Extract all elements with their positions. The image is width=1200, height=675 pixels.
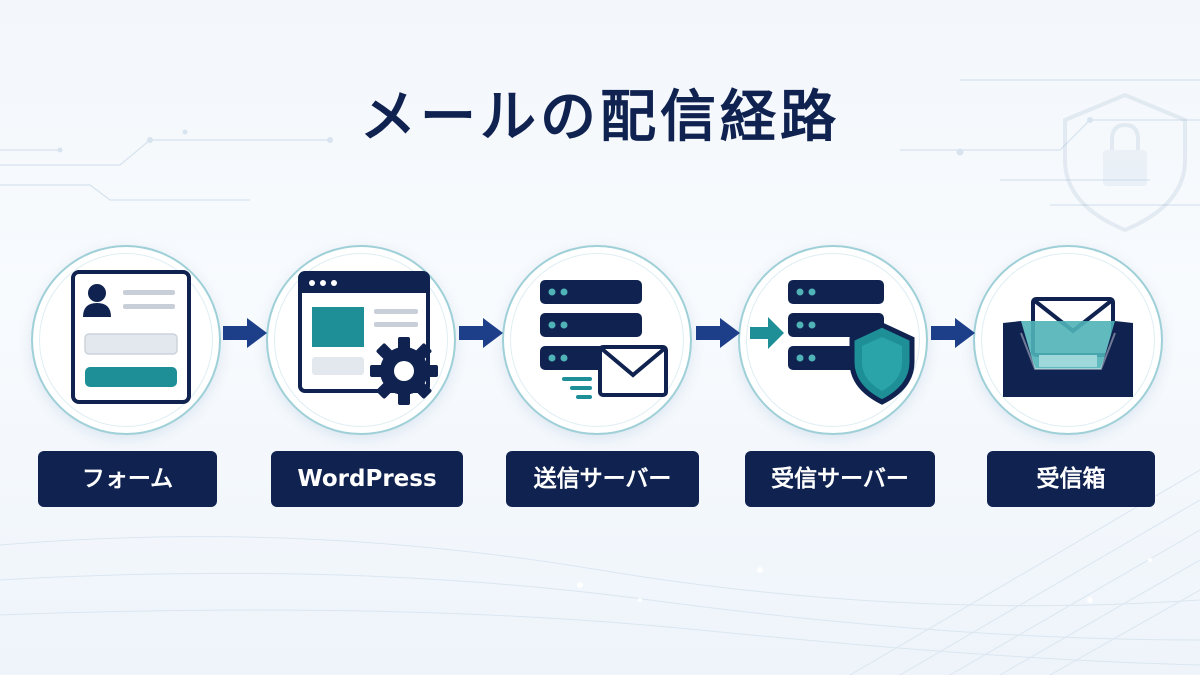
- receive-server-icon: [750, 280, 915, 405]
- step-label-receive-server: 受信サーバー: [745, 451, 935, 507]
- step-send-server: [502, 245, 692, 435]
- step-circle: [266, 245, 456, 435]
- wordpress-admin-icon: [298, 271, 438, 405]
- step-label-form: フォーム: [38, 451, 217, 507]
- step-receive-server: [738, 245, 928, 435]
- step-circle: [738, 245, 928, 435]
- form-icon: [71, 270, 191, 404]
- step-circle: [502, 245, 692, 435]
- step-circle: [973, 245, 1163, 435]
- send-server-icon: [540, 280, 668, 399]
- step-circle: [31, 245, 221, 435]
- arrow-right-icon: [459, 318, 503, 348]
- arrow-right-icon: [696, 318, 740, 348]
- step-label-wordpress: WordPress: [271, 451, 463, 507]
- inbox-icon: [1003, 297, 1133, 397]
- step-form: [31, 245, 221, 435]
- step-wordpress: [266, 245, 456, 435]
- page-title: メールの配信経路: [360, 85, 840, 150]
- shield-lock-icon: [1063, 92, 1187, 233]
- step-label-send-server: 送信サーバー: [506, 451, 699, 507]
- step-inbox: [973, 245, 1163, 435]
- arrow-right-icon: [223, 318, 267, 348]
- arrow-right-icon: [931, 318, 975, 348]
- step-label-inbox: 受信箱: [987, 451, 1155, 507]
